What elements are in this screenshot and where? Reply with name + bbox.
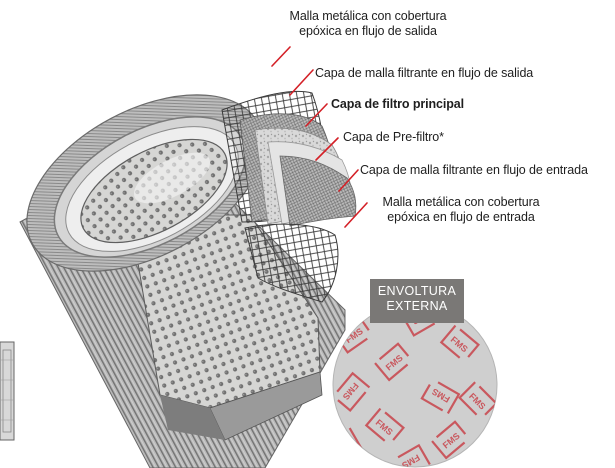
label-prefilter-layer: Capa de Pre-filtro* — [343, 130, 444, 144]
label-inlet-epoxy-mesh: Malla metálica con cobertura epóxica en … — [352, 195, 570, 225]
leader-line-main-filter — [305, 103, 328, 127]
leader-line-prefilter — [315, 137, 339, 161]
label-outlet-filter-mesh: Capa de malla filtrante en flujo de sali… — [315, 66, 534, 80]
external-wrap-badge-line1: ENVOLTURA — [377, 284, 457, 298]
external-wrap-badge: ENVOLTURA EXTERNA — [370, 279, 464, 323]
leader-line-outlet-filter-mesh — [289, 69, 314, 96]
label-outlet-epoxy-mesh-line1: Malla metálica con cobertura — [289, 9, 447, 23]
label-inlet-epoxy-mesh-line1: Malla metálica con cobertura — [382, 195, 540, 209]
label-outlet-epoxy-mesh-line2: epóxica en flujo de salida — [299, 24, 437, 38]
external-wrap-zoom: FMSFMSFMSFMSFMSFMSFMSFMSFMSFMSFMS — [332, 302, 498, 468]
leader-line-inlet-mesh — [344, 202, 368, 228]
leader-line-outlet-mesh — [271, 46, 291, 67]
leader-line-inlet-filter-mesh — [338, 169, 359, 192]
external-wrap-badge-line2: EXTERNA — [386, 299, 448, 313]
label-inlet-filter-mesh: Capa de malla filtrante en flujo de entr… — [360, 163, 588, 177]
label-main-filter-layer: Capa de filtro principal — [331, 97, 465, 111]
label-outlet-epoxy-mesh: Malla metálica con cobertura epóxica en … — [250, 9, 486, 39]
leader-lines — [271, 46, 368, 228]
label-inlet-epoxy-mesh-line2: epóxica en flujo de entrada — [387, 210, 535, 224]
